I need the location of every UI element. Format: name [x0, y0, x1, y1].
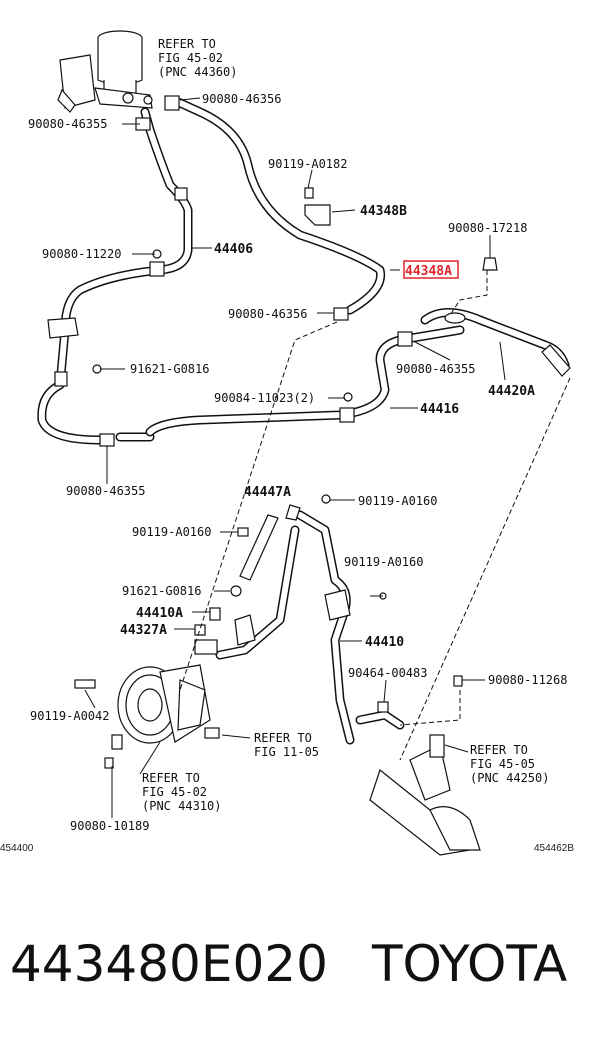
- label-90119-A0160-left[interactable]: 90119-A0160: [132, 525, 211, 539]
- reservoir-reference: REFER TO FIG 45-02 (PNC 44360): [158, 37, 237, 79]
- label-90080-17218[interactable]: 90080-17218: [448, 221, 527, 235]
- label-90080-11220[interactable]: 90080-11220: [42, 247, 121, 261]
- refer-4502-top-line1: REFER TO: [158, 37, 216, 51]
- label-90119-A0042[interactable]: 90119-A0042: [30, 709, 109, 723]
- label-90080-46356-mid[interactable]: 90080-46356: [228, 307, 307, 321]
- label-90080-46355-top[interactable]: 90080-46355: [28, 117, 107, 131]
- highlight-box: [403, 260, 459, 279]
- highlighted-part[interactable]: 44348A: [403, 260, 459, 279]
- refer-4505-line3: (PNC 44250): [470, 771, 549, 785]
- leader-lines: [84, 97, 571, 818]
- label-44410A[interactable]: 44410A: [136, 606, 183, 621]
- label-44348B[interactable]: 44348B: [360, 204, 407, 219]
- figure-code-left: 454400: [0, 843, 34, 854]
- steering-gear-drawing: [369, 734, 481, 856]
- label-44416[interactable]: 44416: [420, 402, 459, 417]
- label-91621-G0816-top[interactable]: 91621-G0816: [130, 362, 209, 376]
- brand-name: TOYOTA: [372, 935, 568, 993]
- refer-4502-top-line2: FIG 45-02: [158, 51, 223, 65]
- refer-4502-bottom-line3: (PNC 44310): [142, 799, 221, 813]
- pressure-tube-44420A: [420, 308, 571, 377]
- fasteners: [92, 187, 498, 769]
- label-90464-00483[interactable]: 90464-00483: [348, 666, 427, 680]
- reservoir-drawing: [57, 30, 153, 113]
- refer-4505-line2: FIG 45-05: [470, 757, 535, 771]
- label-44406[interactable]: 44406: [214, 242, 253, 257]
- refer-1105: REFER TO FIG 11-05: [254, 731, 319, 759]
- return-hose: [164, 95, 386, 321]
- part-number: 443480E020: [10, 935, 328, 993]
- label-44410[interactable]: 44410: [365, 635, 404, 650]
- label-44348A[interactable]: 44348A: [405, 264, 452, 279]
- label-90080-46355-right[interactable]: 90080-46355: [396, 362, 475, 376]
- label-44327A[interactable]: 44327A: [120, 623, 167, 638]
- label-90080-10189[interactable]: 90080-10189: [70, 819, 149, 833]
- parts-diagram: REFER TO FIG 45-02 (PNC 44360) 90080-463…: [0, 30, 574, 856]
- refer-4502-top-line3: (PNC 44360): [158, 65, 237, 79]
- part-caption: 443480E020 TOYOTA: [10, 935, 590, 1005]
- label-90119-A0160-right[interactable]: 90119-A0160: [344, 555, 423, 569]
- refer-4505-line1: REFER TO: [470, 743, 528, 757]
- label-90084-11023[interactable]: 90084-11023(2): [214, 391, 315, 405]
- refer-4502-bottom-line2: FIG 45-02: [142, 785, 207, 799]
- pressure-tube-44416: [145, 325, 465, 437]
- refer-4505: REFER TO FIG 45-05 (PNC 44250): [470, 743, 549, 785]
- hose-44410: [215, 510, 405, 745]
- refer-1105-line2: FIG 11-05: [254, 745, 319, 759]
- refer-4502-bottom: REFER TO FIG 45-02 (PNC 44310): [142, 771, 221, 813]
- label-90080-11268[interactable]: 90080-11268: [488, 673, 567, 687]
- pump-drawing: [74, 639, 220, 750]
- label-90119-A0160-top[interactable]: 90119-A0160: [358, 494, 437, 508]
- label-90119-A0182[interactable]: 90119-A0182: [268, 157, 347, 171]
- figure-code-right: 454462B: [534, 843, 574, 854]
- bracket-44447A: [239, 504, 301, 581]
- label-91621-G0816-bottom[interactable]: 91621-G0816: [122, 584, 201, 598]
- label-44420A[interactable]: 44420A: [488, 384, 535, 399]
- label-44447A[interactable]: 44447A: [244, 485, 291, 500]
- pressure-tube-44406: [37, 107, 193, 447]
- refer-4502-bottom-line1: REFER TO: [142, 771, 200, 785]
- label-90080-46355-bottom[interactable]: 90080-46355: [66, 484, 145, 498]
- refer-1105-line1: REFER TO: [254, 731, 312, 745]
- label-90080-46356-top[interactable]: 90080-46356: [202, 92, 281, 106]
